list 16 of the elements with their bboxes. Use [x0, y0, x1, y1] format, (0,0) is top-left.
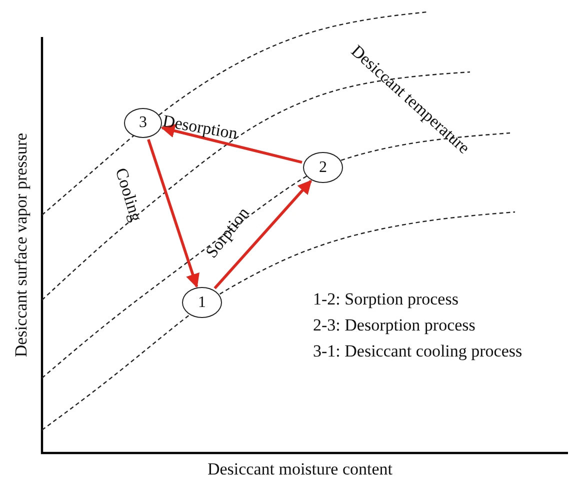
state-ellipse: [303, 152, 343, 183]
state-ellipse: [124, 108, 162, 138]
note-text: 2-3: Desorption process: [313, 316, 476, 336]
note-text: 3-1: Desiccant cooling process: [313, 342, 522, 362]
edge-label: Cooling: [111, 166, 145, 224]
state-number: 2: [319, 158, 327, 176]
edge-label: Desorption: [161, 112, 239, 144]
state-number: 1: [198, 294, 206, 312]
axis-title: Desiccant surface vapor pressure: [12, 132, 32, 358]
process-arrow: [214, 180, 312, 290]
state-number: 3: [139, 114, 147, 132]
process-arrow: [147, 138, 200, 288]
process-arrow: [160, 124, 302, 164]
note-text: 1-2: Sorption process: [313, 290, 458, 310]
axis-title: Desiccant moisture content: [207, 460, 393, 480]
state-ellipse: [182, 287, 222, 318]
